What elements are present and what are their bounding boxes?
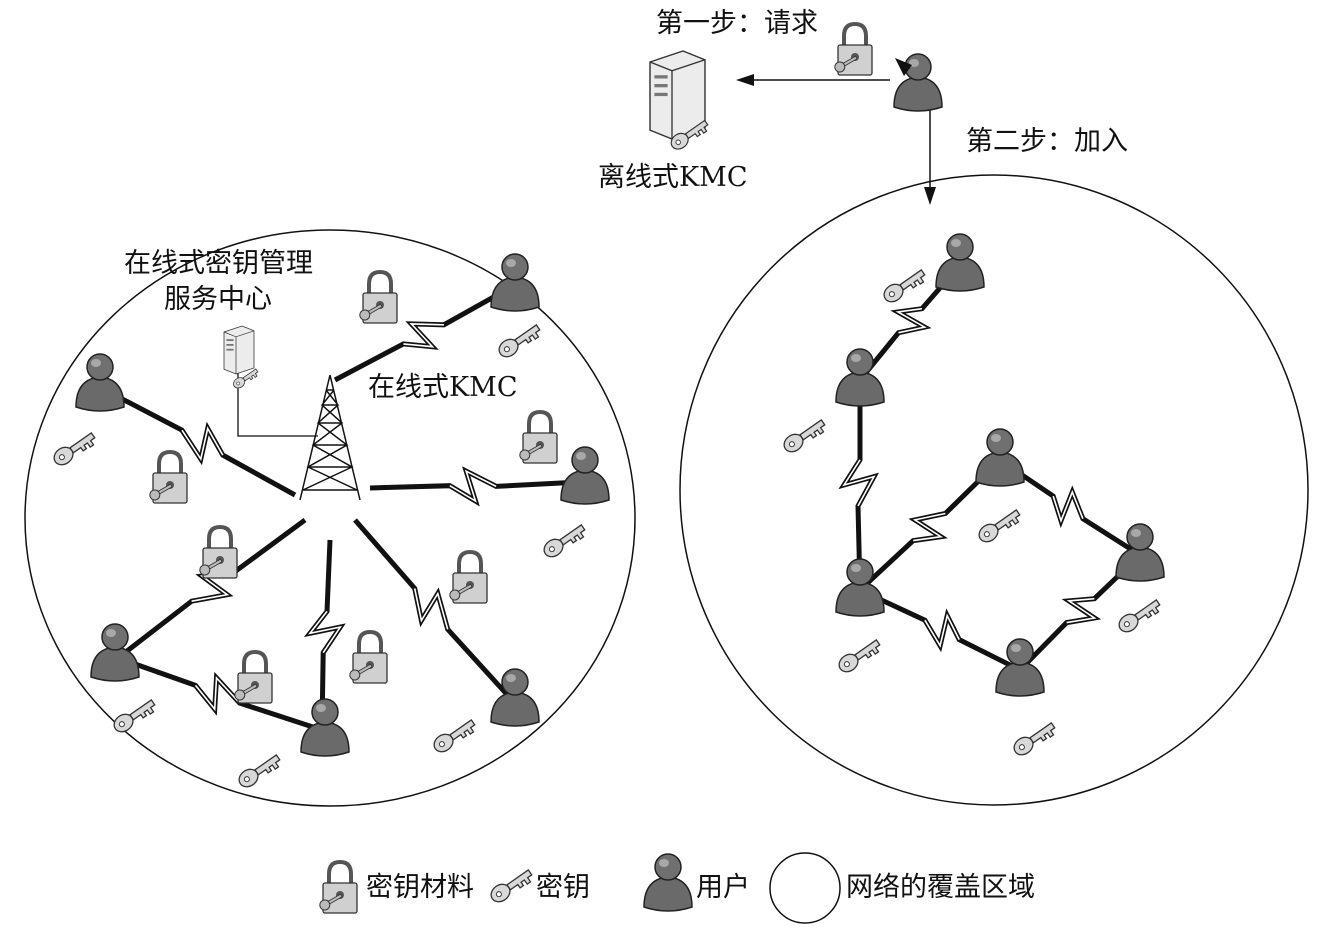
right-user-icon-4 — [1115, 523, 1165, 582]
link-tower-user-6-highlight — [413, 588, 449, 630]
offline-kmc-label: 离线式KMC — [598, 162, 748, 193]
right-user-icon-5 — [835, 558, 885, 617]
left-user-icon-6 — [490, 668, 540, 727]
left-key-icon-3 — [540, 520, 589, 561]
step2-label: 第二步：加入 — [966, 126, 1128, 157]
link-user-3-4-highlight — [1052, 489, 1084, 524]
tower-lattice — [299, 374, 361, 501]
link-user4-user5 — [117, 655, 323, 733]
legend-coverage-icon — [769, 852, 841, 924]
online-center-label-line1: 在线式密钥管理 — [124, 248, 313, 279]
left-user-icon-2 — [490, 253, 540, 312]
link-user4-user5-highlight — [194, 675, 241, 712]
link-user-6-5 — [858, 587, 1022, 673]
link-tower-user-1 — [103, 387, 297, 498]
request-padlock-icon — [830, 22, 874, 77]
antenna-tower-icon — [299, 374, 361, 501]
request-arrowhead — [736, 74, 754, 86]
right-key-icon-3 — [975, 505, 1024, 546]
online-kmc-label: 在线式KMC — [368, 372, 518, 403]
left-key-icon-2 — [50, 428, 99, 469]
right-network-coverage-area — [679, 174, 1309, 806]
left-user-icon-3 — [560, 446, 610, 505]
left-user-icon-1 — [75, 353, 125, 412]
online-center-label-line2: 服务中心 — [164, 284, 272, 315]
left-network-coverage-area — [24, 229, 636, 807]
left-padlock-icon-4 — [195, 525, 239, 580]
link-tower-user-4 — [116, 517, 307, 660]
join-arrowhead — [924, 187, 936, 205]
right-key-icon-5 — [835, 635, 884, 676]
left-padlock-icon-7 — [230, 650, 274, 705]
step1-label: 第一步：请求 — [656, 8, 818, 39]
left-user-icon-4 — [90, 623, 140, 682]
link-user-5-3-highlight — [912, 512, 946, 542]
left-key-icon-1 — [495, 320, 544, 361]
left-padlock-icon-5 — [445, 550, 489, 605]
link-user-2-5-highlight — [842, 459, 876, 507]
left-key-icon-6 — [430, 715, 479, 756]
right-user-icon-3 — [975, 428, 1025, 487]
legend-key-material-label: 密钥材料 — [366, 872, 474, 903]
legend-key-label: 密钥 — [536, 872, 590, 903]
right-user-icon-1 — [935, 233, 985, 292]
left-padlock-icon-2 — [515, 410, 559, 465]
link-tower-user-2 — [333, 282, 517, 383]
legend-user-label: 用户 — [696, 872, 750, 903]
link-tower-user-3-highlight — [449, 469, 497, 503]
right-key-icon-6 — [1010, 718, 1059, 759]
link-tower-user-5-highlight — [308, 610, 343, 654]
link-user-1-2-highlight — [895, 307, 927, 334]
left-padlock-icon-3 — [145, 450, 189, 505]
legend-user-icon — [643, 853, 693, 912]
legend-padlock-icon — [315, 860, 359, 915]
left-padlock-icon-6 — [345, 630, 389, 685]
left-key-icon-5 — [235, 750, 284, 791]
link-user-4-6-highlight — [1066, 597, 1097, 624]
legend-coverage-label: 网络的覆盖区域 — [846, 872, 1035, 903]
joining-user-badge-icon — [895, 58, 912, 76]
left-padlock-icon-1 — [355, 270, 399, 325]
right-key-icon-1 — [880, 265, 929, 306]
link-tower-user-1-highlight — [181, 426, 224, 462]
online-kmc-server-icon — [223, 325, 255, 375]
server-tower-connector — [237, 372, 318, 437]
right-user-icon-6 — [995, 638, 1045, 697]
right-key-icon-2 — [780, 415, 829, 456]
left-key-icon-4 — [110, 695, 159, 736]
link-user-6-5-highlight — [924, 613, 960, 648]
link-tower-user-2-highlight — [403, 323, 444, 348]
right-key-icon-4 — [1115, 595, 1164, 636]
legend-key-icon — [487, 865, 536, 906]
